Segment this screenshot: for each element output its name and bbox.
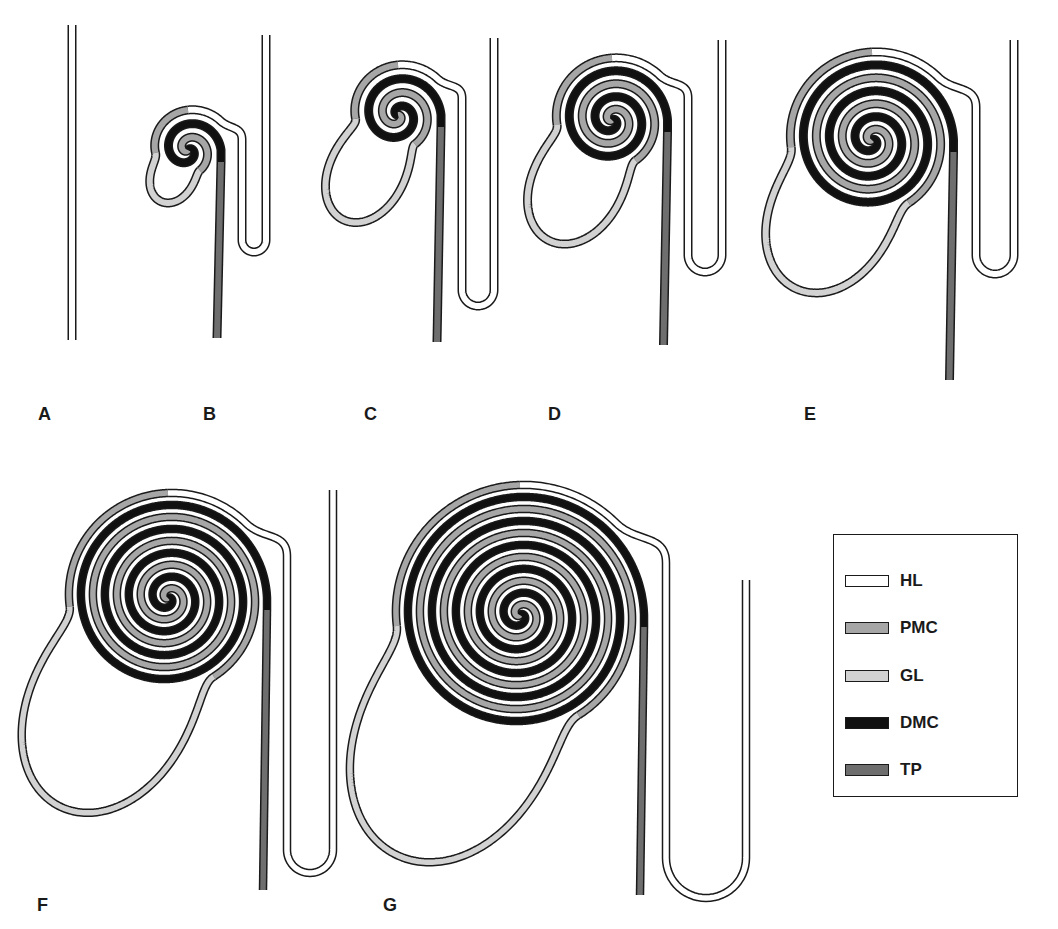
- legend-row: TP: [834, 759, 1017, 783]
- legend-text: HL: [900, 572, 923, 589]
- duct-band: [408, 497, 644, 721]
- duct-band: [664, 132, 668, 345]
- legend-swatch: [845, 622, 889, 634]
- panel-letter: D: [548, 405, 561, 423]
- panel-letter: B: [203, 405, 216, 423]
- legend-row: GL: [834, 665, 1017, 689]
- legend-text: PMC: [900, 619, 938, 636]
- legend-row: HL: [834, 570, 1017, 594]
- legend-swatch: [845, 717, 889, 729]
- duct-stage: [150, 35, 266, 338]
- duct-band: [950, 152, 954, 380]
- duct-band: [420, 509, 632, 715]
- panel-letter: G: [383, 896, 397, 914]
- legend-row: PMC: [834, 617, 1017, 641]
- duct-band: [81, 505, 267, 679]
- duct-outline: [369, 79, 441, 138]
- legend-text: TP: [900, 761, 922, 778]
- duct-outline: [664, 132, 668, 345]
- duct-band: [640, 627, 644, 895]
- duct-band: [520, 485, 746, 898]
- duct-outline: [169, 124, 221, 163]
- duct-band: [569, 71, 667, 156]
- duct-outline: [640, 627, 644, 895]
- legend-text: DMC: [900, 714, 939, 731]
- duct-outline: [408, 497, 644, 721]
- legend-box: HL PMC GL DMC TP: [833, 534, 1018, 797]
- duct-outline: [437, 127, 441, 342]
- legend-swatch: [845, 764, 889, 776]
- duct-stage: [72, 25, 73, 340]
- legend-swatch: [845, 575, 889, 587]
- panel-letter: E: [804, 405, 816, 423]
- duct-band: [188, 35, 266, 252]
- duct-outline: [217, 162, 221, 338]
- duct-stage: [766, 40, 1014, 380]
- duct-stage: [22, 490, 333, 890]
- panel-letter: A: [38, 405, 51, 423]
- duct-outline: [68, 25, 77, 340]
- duct-band: [69, 25, 75, 340]
- duct-band: [263, 610, 267, 890]
- legend-text: GL: [900, 667, 924, 684]
- duct-outline: [803, 65, 953, 202]
- duct-outline: [950, 152, 954, 380]
- duct-band: [437, 127, 441, 342]
- duct-stage: [528, 40, 722, 345]
- panel-letter: C: [364, 405, 377, 423]
- legend-row: DMC: [834, 712, 1017, 736]
- duct-outline: [81, 505, 267, 679]
- duct-band: [369, 79, 441, 138]
- legend-swatch: [845, 670, 889, 682]
- duct-stage: [350, 485, 746, 898]
- duct-stage: [325, 38, 494, 342]
- duct-band: [872, 40, 1014, 274]
- duct-band: [169, 124, 221, 163]
- duct-band: [803, 65, 953, 202]
- duct-band: [217, 162, 221, 338]
- panel-letter: F: [37, 896, 48, 914]
- duct-outline: [263, 610, 267, 890]
